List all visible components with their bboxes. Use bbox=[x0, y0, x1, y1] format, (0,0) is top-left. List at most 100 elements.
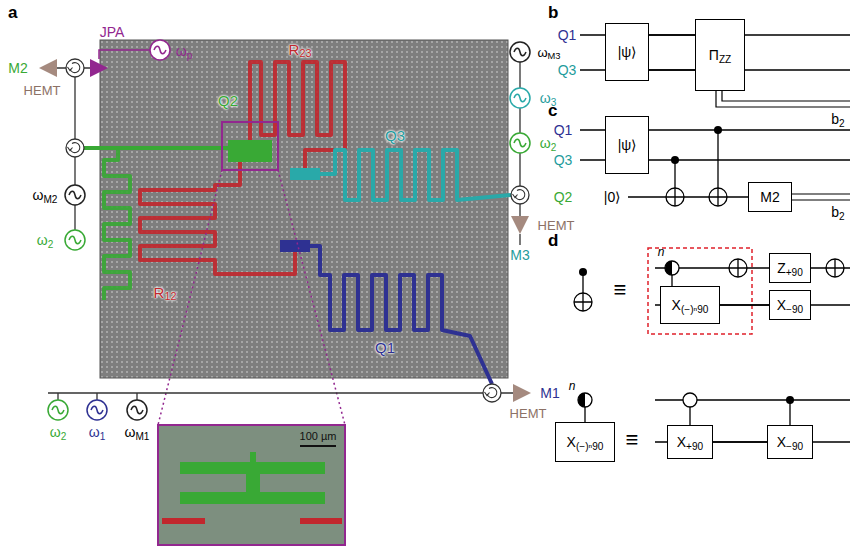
measure-source bbox=[127, 400, 147, 420]
qubit-name: Q1 bbox=[558, 28, 577, 42]
frequency-label: ω2 bbox=[540, 136, 557, 150]
text-subscript: M3 bbox=[548, 51, 561, 61]
q1-readout-resonator bbox=[310, 246, 492, 384]
gate-label: X(−)ⁿ90 bbox=[672, 297, 709, 313]
port-name: M3 bbox=[510, 248, 529, 262]
exponent-label: n bbox=[569, 380, 576, 392]
text-subscript: M1 bbox=[135, 431, 149, 442]
text-subscript: p bbox=[187, 50, 193, 61]
gate-label: Z+90 bbox=[777, 260, 803, 276]
drive-source bbox=[510, 133, 530, 153]
text-subscript: M2 bbox=[43, 194, 57, 205]
q2-readout-resonator bbox=[104, 148, 130, 300]
inset-photo bbox=[158, 425, 345, 545]
qubit-name: Q2 bbox=[554, 190, 573, 204]
target-cross bbox=[729, 259, 747, 277]
pump-source bbox=[150, 40, 170, 60]
gate-box: ΠZZ bbox=[695, 19, 745, 91]
gate-label: ΠZZ bbox=[709, 47, 731, 63]
gate-box: X(−)ⁿ90 bbox=[660, 286, 720, 324]
gate-box: M2 bbox=[748, 182, 792, 212]
q3-qubit bbox=[290, 168, 320, 180]
frequency-label: ωM3 bbox=[537, 46, 560, 59]
panel-letter: d bbox=[548, 232, 558, 249]
text-subscript: 23 bbox=[299, 47, 311, 59]
control-dot bbox=[786, 396, 794, 404]
gate-label: X+90 bbox=[677, 434, 703, 450]
text-base: ω bbox=[89, 424, 100, 440]
gate-label: |ψ⟩ bbox=[618, 137, 637, 153]
gate-label: X−90 bbox=[777, 434, 803, 450]
resonator-name: R23 bbox=[289, 42, 312, 57]
text-subscript: −90 bbox=[786, 303, 803, 314]
gate-box: X(−)ⁿ90 bbox=[555, 422, 615, 462]
half-control bbox=[578, 393, 592, 407]
gate-box: X+90 bbox=[667, 425, 713, 459]
panel-letter: a bbox=[8, 4, 17, 21]
frequency-label: ω2 bbox=[50, 425, 67, 439]
text-base: X bbox=[777, 297, 786, 313]
gate-box: X−90 bbox=[767, 425, 813, 459]
text-base: R bbox=[154, 284, 165, 301]
target-symbol bbox=[729, 259, 747, 277]
scale-bar bbox=[300, 445, 336, 447]
gate-label: X−90 bbox=[777, 297, 803, 313]
inset-pad bbox=[180, 492, 325, 504]
wire bbox=[48, 393, 513, 400]
text-base: b bbox=[831, 204, 839, 220]
text-base: X bbox=[567, 434, 576, 450]
inset-coupler bbox=[162, 518, 205, 524]
frequency-label: ωM1 bbox=[125, 425, 150, 439]
qubit-name: Q1 bbox=[375, 340, 395, 355]
text-base: ω bbox=[50, 424, 61, 440]
text-base: ω bbox=[176, 43, 187, 59]
control-line bbox=[717, 130, 718, 206]
text-subscript: 2 bbox=[839, 211, 845, 222]
zoom-leader bbox=[158, 170, 345, 425]
circulator bbox=[66, 139, 84, 157]
q1-qubit bbox=[280, 240, 310, 252]
control-line bbox=[671, 275, 672, 286]
half-control-fill bbox=[665, 261, 672, 275]
amplifier-name: HEMT bbox=[510, 407, 547, 420]
amplifier-name: HEMT bbox=[24, 84, 61, 97]
panel-letter: b bbox=[548, 4, 558, 21]
text-subscript: 2 bbox=[48, 239, 54, 250]
resonator-r12 bbox=[140, 162, 295, 274]
hemt-amplifier bbox=[39, 59, 57, 77]
text-base: ω bbox=[537, 45, 547, 60]
text-base: X bbox=[677, 434, 686, 450]
text-subscript: −90 bbox=[786, 440, 803, 451]
measure-source bbox=[510, 42, 530, 62]
text-base: R bbox=[289, 41, 300, 58]
drive-source bbox=[65, 230, 85, 250]
text-base: b bbox=[831, 111, 839, 127]
amplifier-name: HEMT bbox=[538, 219, 575, 232]
equivalence-sign: ≡ bbox=[614, 279, 627, 301]
control-line bbox=[574, 272, 592, 311]
hemt-amplifier bbox=[513, 384, 531, 402]
target-symbol bbox=[666, 188, 684, 206]
qubit-name: Q3 bbox=[385, 128, 405, 143]
gate-box: |ψ⟩ bbox=[605, 23, 649, 81]
drive-source bbox=[510, 88, 530, 108]
text-base: ω bbox=[125, 424, 136, 440]
circulator bbox=[483, 384, 501, 402]
equivalence-sign: ≡ bbox=[626, 429, 639, 451]
exponent-label: n bbox=[658, 246, 665, 258]
port-name: M1 bbox=[540, 386, 559, 400]
text-subscript: +90 bbox=[786, 266, 803, 277]
qubit-name: Q2 bbox=[218, 93, 238, 108]
amplifier-name: JPA bbox=[100, 25, 125, 39]
control-line bbox=[584, 407, 585, 422]
classical-wire bbox=[716, 91, 850, 107]
half-control-fill bbox=[578, 393, 585, 407]
text-base: ω bbox=[540, 135, 551, 151]
gate-box: X−90 bbox=[769, 290, 811, 320]
frequency-label: ω2 bbox=[37, 233, 54, 247]
classical-wire bbox=[792, 194, 850, 200]
open-control bbox=[683, 393, 697, 407]
text-base: ω bbox=[37, 232, 48, 248]
scale-label: 100 µm bbox=[300, 431, 337, 442]
q3-readout-resonator bbox=[320, 150, 511, 200]
